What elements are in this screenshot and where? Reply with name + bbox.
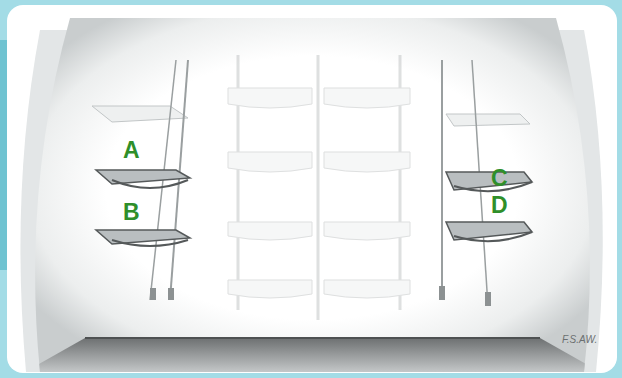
bunk-stretcher <box>324 222 410 240</box>
rope-hook <box>439 286 445 300</box>
tunnel-floor <box>25 338 600 372</box>
bunk-stretcher <box>92 106 188 122</box>
frame-panel <box>7 5 617 373</box>
right-bunks <box>439 60 532 306</box>
callout-letter: D <box>491 192 508 219</box>
rope-hook <box>150 288 156 300</box>
middle-bunks <box>228 55 410 320</box>
floor-edge <box>85 337 540 339</box>
bunk-rope <box>441 60 443 300</box>
rope-hook <box>485 292 491 306</box>
tunnel-floor-group <box>25 338 600 372</box>
bunk-stretcher <box>228 152 312 172</box>
bunk-sag <box>454 232 532 241</box>
bunk-stretcher <box>324 152 410 172</box>
bunk-stretcher <box>324 280 410 298</box>
bunk-stretcher <box>96 170 190 184</box>
bunk-stretcher <box>228 88 312 108</box>
callout-letter: C <box>491 165 508 192</box>
rope-hook <box>168 288 174 300</box>
bunk-stretcher <box>446 114 530 126</box>
callout-letter: B <box>123 199 140 226</box>
bunk-stretcher <box>228 280 312 298</box>
bunk-stretcher <box>228 222 312 240</box>
bunk-stretcher <box>96 230 190 244</box>
bunk-stretcher <box>324 88 410 108</box>
signature: F.S.AW. <box>562 334 597 345</box>
bunk-pole <box>317 55 320 320</box>
tunnel-interior <box>35 18 590 372</box>
left-bunks <box>92 60 190 300</box>
callout-letter: A <box>123 137 140 164</box>
bunk-sag <box>112 180 188 188</box>
bunk-sag <box>112 240 188 246</box>
